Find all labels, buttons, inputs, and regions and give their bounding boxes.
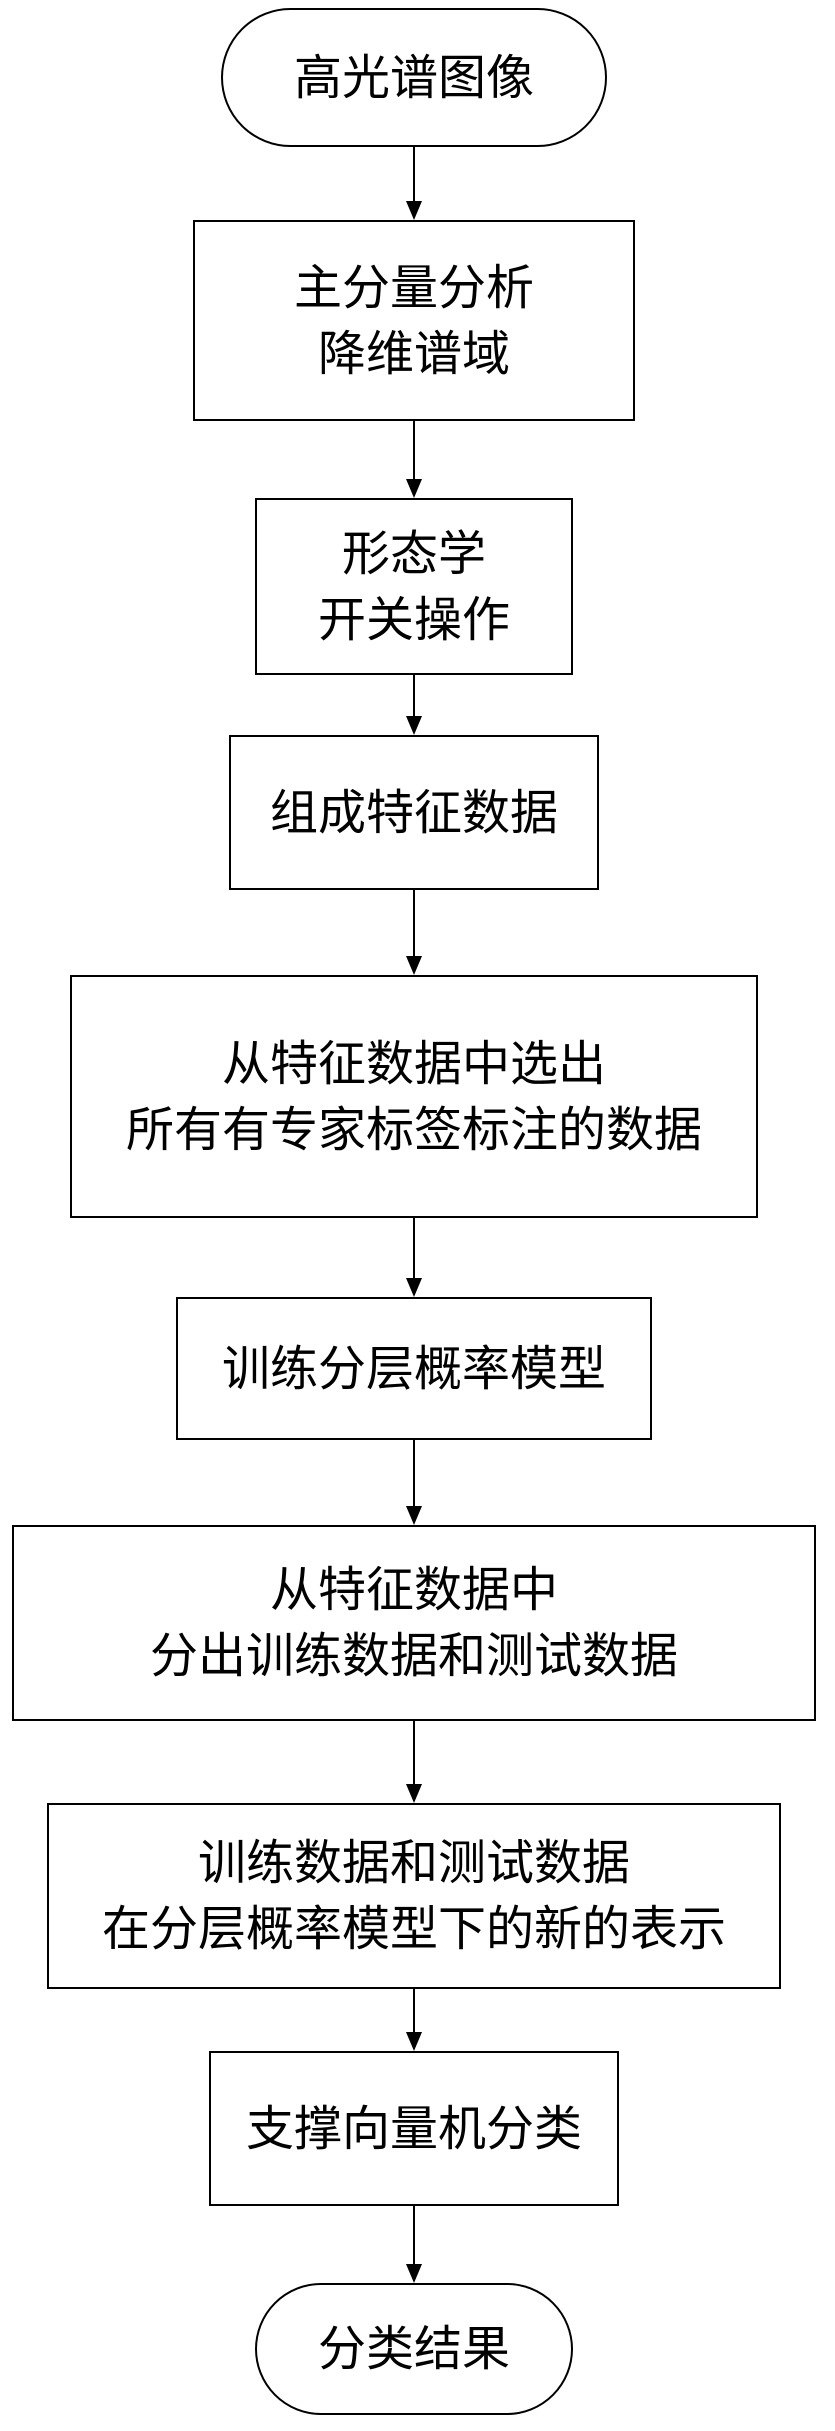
node-label-line: 从特征数据中选出	[221, 1035, 606, 1092]
train-model-box: 训练分层概率模型	[176, 1297, 652, 1440]
split-train-test-box: 从特征数据中 分出训练数据和测试数据	[12, 1525, 816, 1721]
arrow-2	[406, 421, 422, 498]
arrow-5	[406, 1218, 422, 1297]
arrow-1	[406, 147, 422, 220]
pca-dimension-reduction-box: 主分量分析 降维谱域	[193, 220, 635, 421]
arrow-9	[406, 2206, 422, 2283]
node-label-line: 所有有专家标签标注的数据	[125, 1101, 702, 1158]
arrow-8	[406, 1989, 422, 2051]
end-terminal: 分类结果	[255, 2283, 573, 2415]
arrow-4	[406, 890, 422, 975]
node-label-line: 支撑向量机分类	[245, 2100, 582, 2157]
node-label-line: 训练数据和测试数据	[197, 1835, 630, 1891]
node-label-line: 降维谱域	[317, 325, 510, 382]
node-label-line: 开关操作	[317, 591, 510, 648]
svm-classification-box: 支撑向量机分类	[209, 2051, 619, 2206]
node-label-line: 形态学	[341, 525, 486, 582]
select-labeled-data-box: 从特征数据中选出 所有有专家标签标注的数据	[70, 975, 758, 1218]
arrow-7	[406, 1721, 422, 1803]
arrow-3	[406, 675, 422, 735]
morphology-operation-box: 形态学 开关操作	[255, 498, 573, 675]
node-label-line: 从特征数据中	[269, 1562, 558, 1618]
node-label-line: 分出训练数据和测试数据	[149, 1628, 678, 1684]
node-label-line: 在分层概率模型下的新的表示	[101, 1901, 726, 1957]
feature-data-box: 组成特征数据	[229, 735, 599, 890]
new-representation-box: 训练数据和测试数据 在分层概率模型下的新的表示	[47, 1803, 781, 1989]
start-terminal: 高光谱图像	[221, 8, 607, 147]
node-label-line: 训练分层概率模型	[221, 1340, 606, 1397]
node-label-line: 分类结果	[317, 2321, 510, 2377]
arrow-6	[406, 1440, 422, 1525]
node-label-line: 高光谱图像	[293, 49, 534, 106]
node-label-line: 组成特征数据	[269, 784, 558, 841]
node-label-line: 主分量分析	[293, 259, 534, 316]
